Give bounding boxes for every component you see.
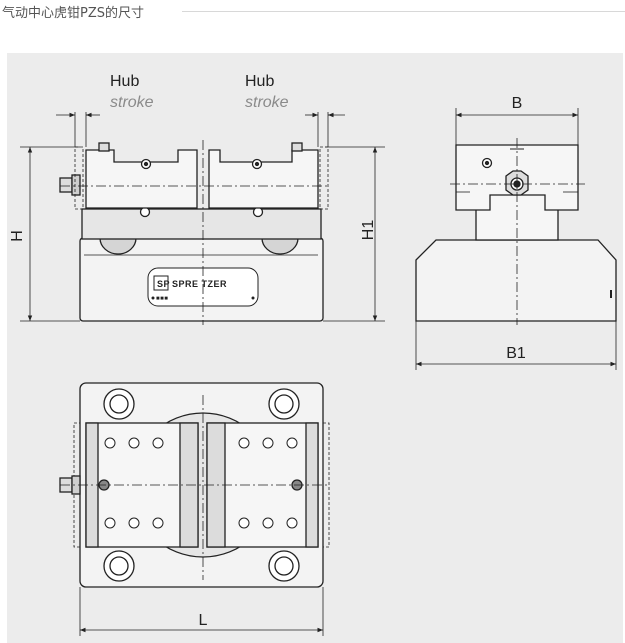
air-fitting-front [59,177,73,193]
logo-text: SPRE TZER [172,279,227,289]
logo-plate-text: ■■■ [156,296,168,302]
jaw-holes [104,437,298,529]
side-view [415,144,617,322]
hub-left-label: Hub [110,73,139,90]
front-centerlines [60,140,330,325]
dimension-B1-label: B1 [506,345,526,362]
stroke-left-label: stroke [110,94,154,111]
header-divider [182,11,625,12]
side-dimensions [415,108,617,370]
front-view [59,142,329,322]
logo-mark: SP [157,279,170,289]
top-centerlines [60,395,330,580]
jaw-left-front [85,149,198,209]
top-dimensions [79,587,324,636]
stroke-right-label: stroke [245,94,289,111]
page-header: 气动中心虎钳PZS的尺寸 [0,0,625,22]
dimension-H1-label: H1 [360,220,377,241]
side-centerlines [450,138,585,325]
jaw-right-front [208,149,319,209]
dimension-H-label: H [9,230,26,242]
vise-base-side [415,239,617,322]
front-dimensions [20,112,385,322]
dimension-L-label: L [199,612,208,629]
page-title: 气动中心虎钳PZS的尺寸 [2,6,144,21]
hub-right-label: Hub [245,73,274,90]
dimension-B-label: B [512,95,523,112]
corner-bolt [103,388,300,582]
